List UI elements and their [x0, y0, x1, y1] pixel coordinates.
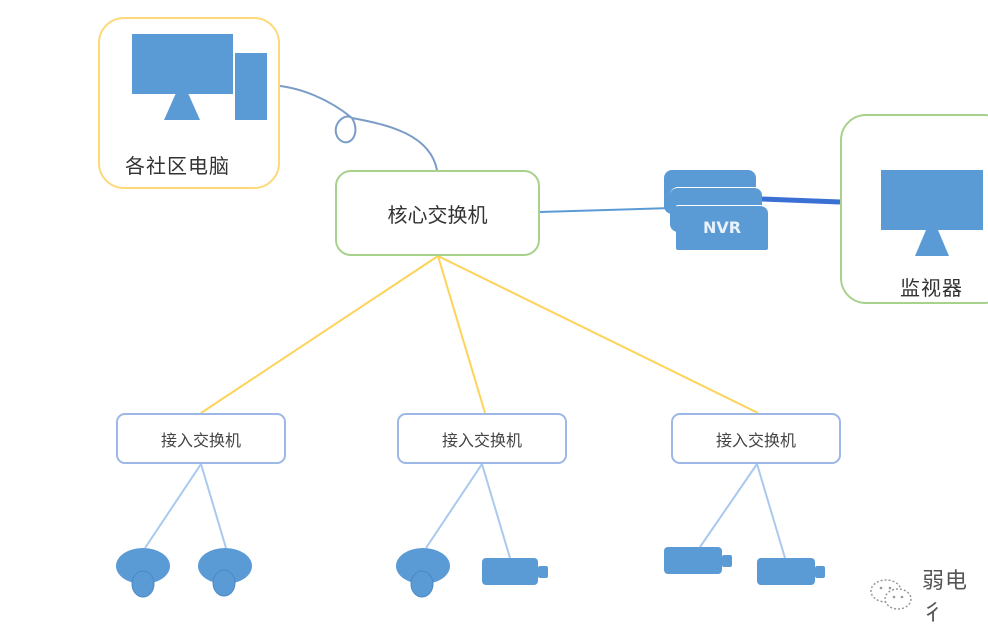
community-pcs-label: 各社区电脑 [125, 154, 230, 178]
desktop-computer-icon [132, 34, 233, 94]
access-switch-label: 接入交换机 [715, 430, 796, 450]
access-switch-label: 接入交换机 [160, 430, 241, 450]
dome-camera-icon [116, 548, 170, 598]
link-access3-cam2 [756, 463, 786, 559]
monitor-label: 监视器 [900, 276, 963, 300]
link-core-nvr [539, 207, 673, 213]
nvr-icon [676, 205, 768, 250]
access-switch-label: 接入交换机 [441, 430, 522, 450]
bullet-camera-icon [482, 558, 548, 585]
monitor-stand-icon [164, 93, 200, 120]
pc-tower-icon [235, 53, 267, 120]
link-pc-core [267, 84, 438, 171]
core-switch-node: 核心交换机 [335, 170, 540, 256]
link-access3-cam1 [699, 463, 758, 548]
link-access1-cam2 [200, 463, 227, 549]
nvr-label: NVR [702, 217, 742, 237]
access-switch-2: 接入交换机 [397, 413, 567, 464]
link-access1-cam1 [144, 463, 202, 549]
link-core-access-1 [200, 255, 439, 414]
link-nvr-monitor [761, 196, 841, 205]
bullet-camera-icon [757, 558, 825, 585]
core-switch-label: 核心交换机 [387, 202, 488, 227]
link-access2-cam1 [425, 463, 483, 549]
link-access2-cam2 [481, 463, 511, 559]
watermark: 弱电彳 [868, 563, 988, 627]
monitor-stand-icon [915, 230, 949, 256]
connection-lines [144, 84, 841, 559]
watermark-text: 弱电彳 [921, 569, 968, 626]
link-core-access-3 [437, 255, 759, 414]
bullet-camera-icon [664, 547, 732, 574]
dome-camera-icon [396, 548, 450, 598]
monitor-icon [881, 170, 983, 230]
wechat-icon [870, 579, 912, 610]
link-core-access-2 [437, 255, 486, 414]
access-switch-3: 接入交换机 [671, 413, 841, 464]
access-switch-1: 接入交换机 [116, 413, 286, 464]
dome-camera-icon [198, 548, 252, 597]
